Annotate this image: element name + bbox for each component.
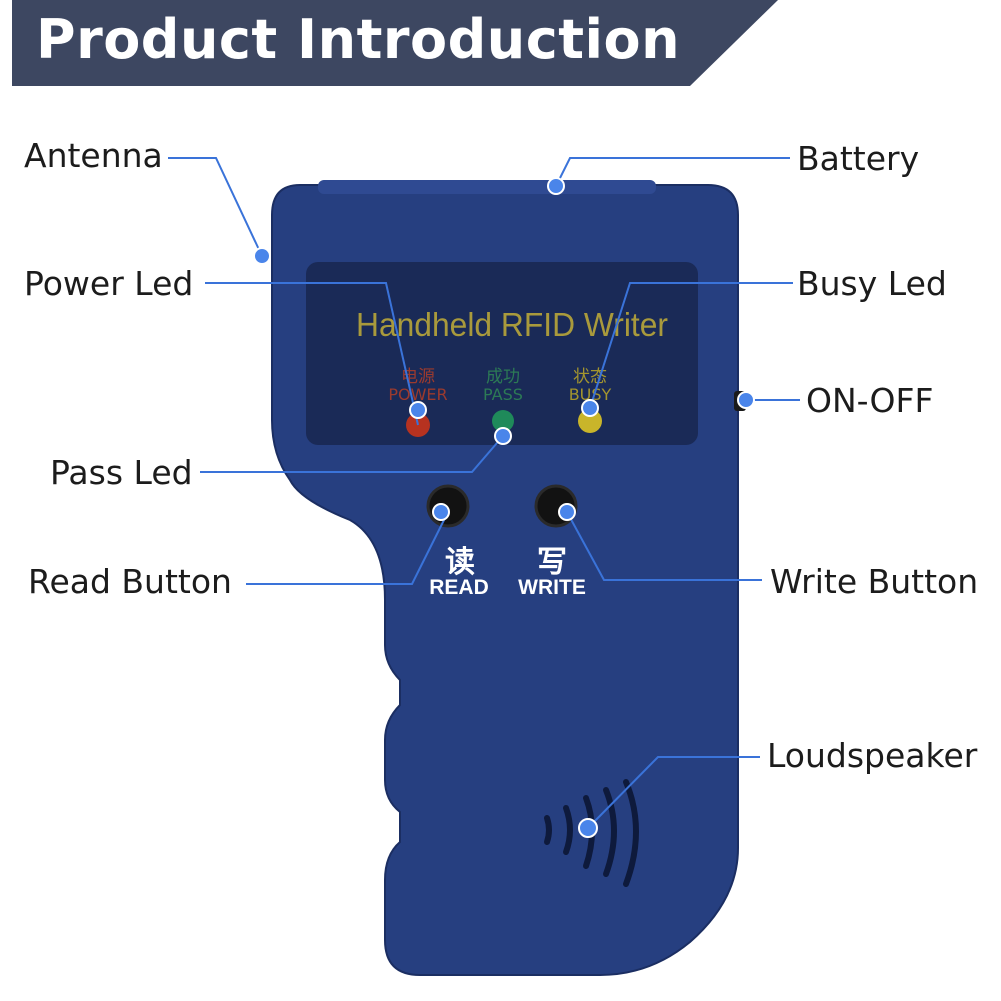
pass-led-cn-label: 成功 [486,367,520,387]
power-led-label: Power Led [24,264,194,303]
power-led-line [205,282,419,426]
loudspeaker-line [587,756,760,829]
pass-led-label: Pass Led [50,453,193,492]
busy-led-en-label: BUSY [569,385,612,404]
antenna-label: Antenna [24,136,163,175]
read-button-line [246,511,449,585]
pass-led-line [200,435,504,473]
write-button-label: Write Button [770,562,979,601]
pass-led [492,410,514,432]
write-button-line [566,511,762,581]
battery-cover [318,180,656,194]
busy-led [578,409,602,433]
callout-dots [253,177,755,838]
loudspeaker-label: Loudspeaker [767,736,978,775]
banner-title: Product Introduction [36,8,681,71]
read-button-label: Read Button [28,562,232,601]
pass-led-dot [494,427,512,445]
power-led-cn-label: 电源 [401,367,435,387]
busy-led-dot [581,399,599,417]
write-button-cn-label: 写 [537,545,567,580]
read-button[interactable] [426,484,470,528]
busy-led-line [589,282,793,409]
callout-lines [168,157,800,829]
write-button-en-label: WRITE [518,576,586,599]
power-led-dot [409,401,427,419]
busy-led-label: Busy Led [797,264,947,303]
write-button-dot [558,503,576,521]
banner-background [12,0,778,86]
power-led-en-label: POWER [388,385,447,404]
on-off-label: ON-OFF [806,381,934,420]
battery-line [555,157,790,187]
pass-led-en-label: PASS [483,385,523,404]
read-button-dot [432,503,450,521]
loudspeaker-dot [578,818,598,838]
antenna-line [168,157,263,257]
read-button-en-label: READ [429,576,489,599]
antenna-dot [253,247,271,265]
on-off-dot [737,391,755,409]
read-button-cn-label: 读 [445,545,475,580]
battery-label: Battery [797,139,920,178]
front-panel [306,262,698,445]
battery-dot [547,177,565,195]
